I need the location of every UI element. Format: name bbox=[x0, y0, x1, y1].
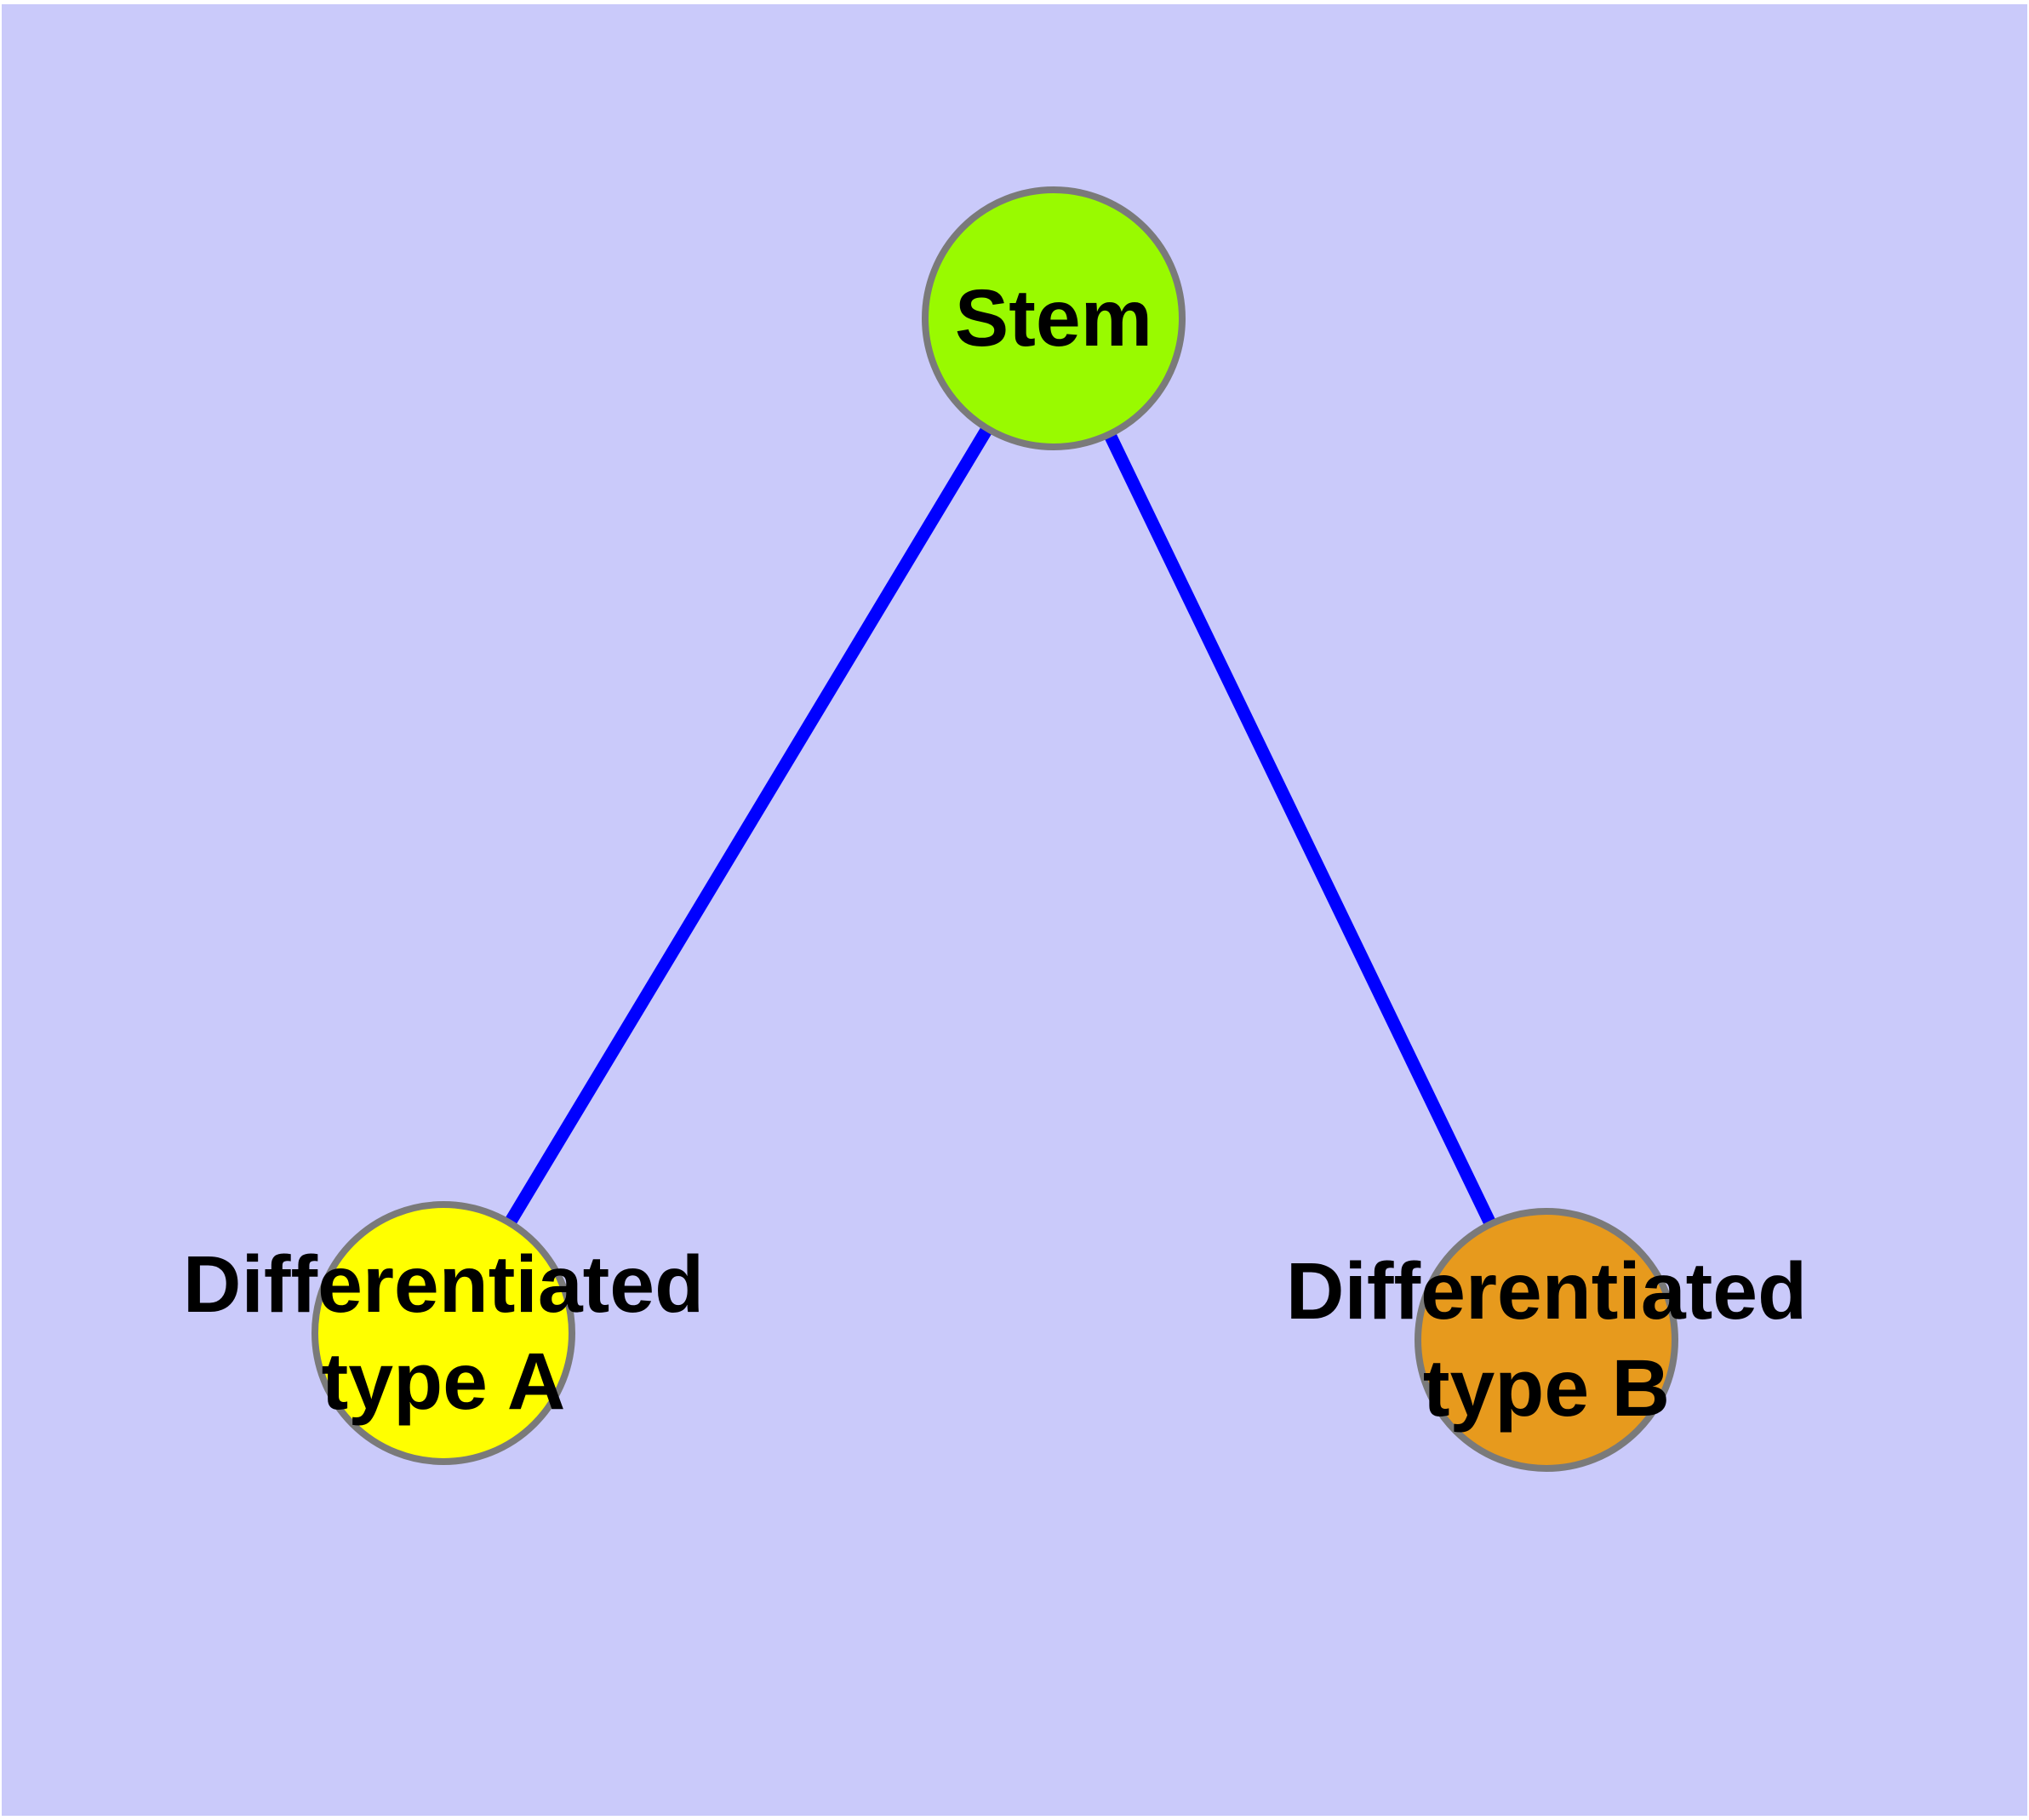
node-type-a-label-line2: type A bbox=[322, 1336, 566, 1427]
node-stem-label: Stem bbox=[955, 273, 1152, 363]
node-stem bbox=[922, 186, 1186, 450]
node-type-b-label-line1: Differentiated bbox=[1286, 1246, 1807, 1336]
node-type-a-label-line1: Differentiated bbox=[183, 1239, 704, 1330]
node-type-b-label-line2: type B bbox=[1423, 1343, 1670, 1434]
edge-stem-to-type-b bbox=[1048, 315, 1552, 1343]
node-differentiated-type-a bbox=[311, 1201, 575, 1465]
node-differentiated-type-b bbox=[1415, 1208, 1678, 1472]
edge-stem-to-type-a bbox=[437, 315, 1060, 1336]
